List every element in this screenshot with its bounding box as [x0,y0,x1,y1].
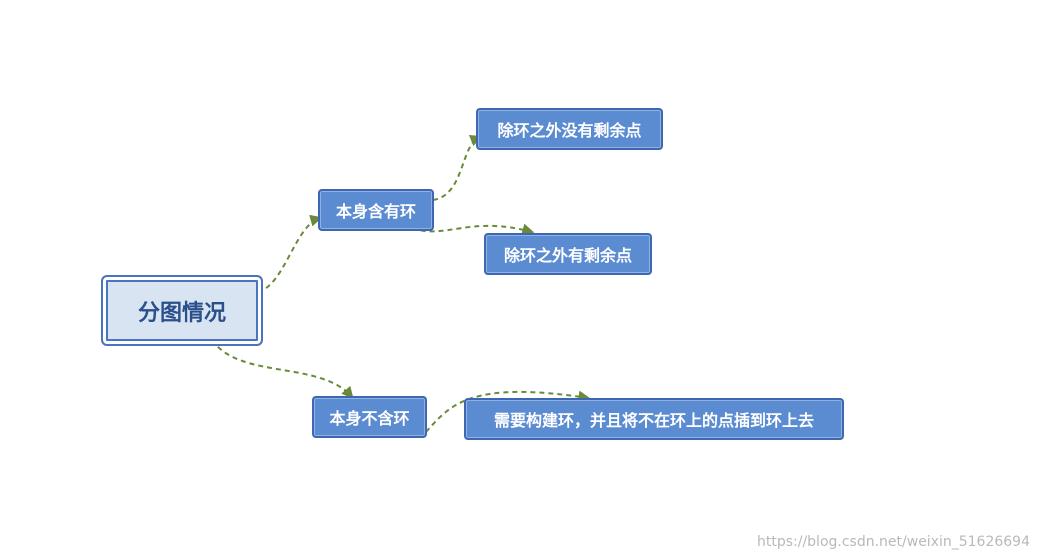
watermark-text: https://blog.csdn.net/weixin_51626694 [756,534,1030,550]
node-no-remaining-label: 除环之外没有剩余点 [497,121,642,140]
node-no-cycle-label: 本身不含环 [329,409,410,428]
node-has-remaining-label: 除环之外有剩余点 [503,246,632,265]
node-build-cycle-label: 需要构建环，并且将不在环上的点插到环上去 [493,411,814,430]
node-has-cycle[interactable]: 本身含有环 [318,189,434,231]
edge-has-cycle-to-no-remaining [432,135,483,201]
root-node[interactable]: 分图情况 [101,275,263,346]
node-has-cycle-label: 本身含有环 [335,202,416,221]
root-node-label: 分图情况 [137,300,226,326]
node-no-cycle[interactable]: 本身不含环 [312,396,427,438]
edge-root-to-has-cycle [257,214,323,293]
node-build-cycle[interactable]: 需要构建环，并且将不在环上的点插到环上去 [464,398,844,440]
node-has-remaining[interactable]: 除环之外有剩余点 [484,233,652,275]
node-no-remaining[interactable]: 除环之外没有剩余点 [476,108,663,150]
edge-root-to-no-cycle [211,339,354,399]
